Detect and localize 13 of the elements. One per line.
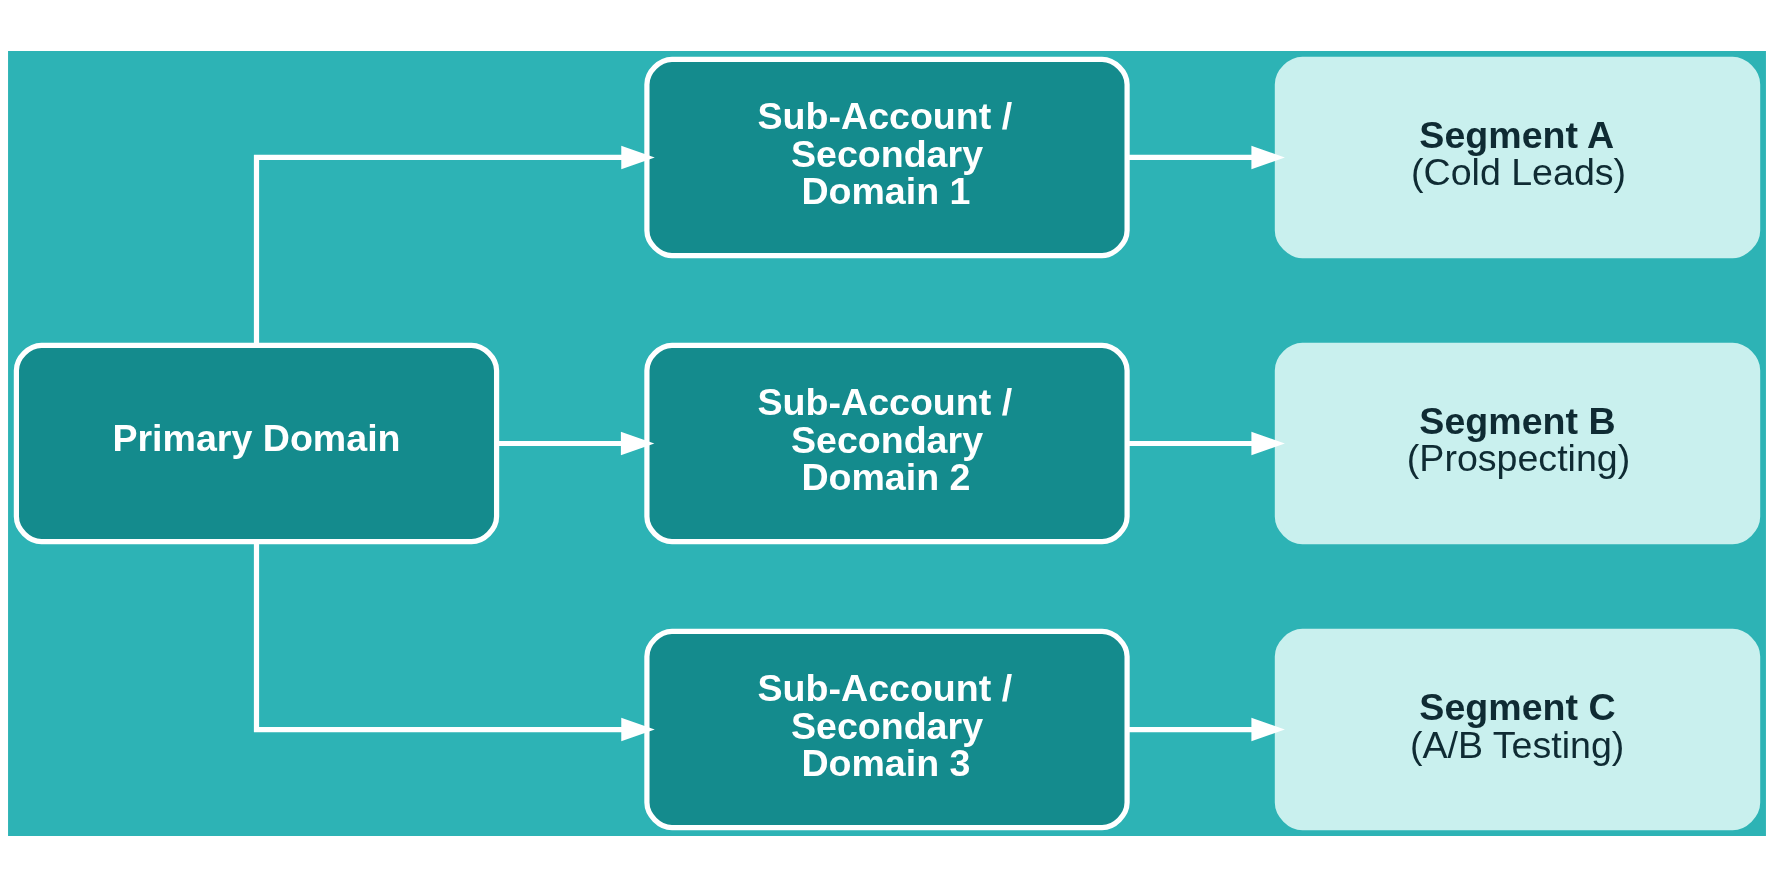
node-box: Primary Domain (13, 342, 500, 545)
arrow (1127, 145, 1285, 170)
node-box: Sub-Account / Secondary Domain 3 (644, 628, 1130, 831)
arrow (496, 431, 655, 456)
arrow (1127, 431, 1285, 456)
node-box: Sub-Account / Secondary Domain 2 (644, 342, 1130, 545)
node-box: Segment A (Cold Leads) (1274, 56, 1761, 259)
node-box: Segment C (A/B Testing) (1274, 628, 1761, 831)
node-box: Sub-Account / Secondary Domain 1 (644, 56, 1130, 259)
arrow (253, 145, 655, 346)
arrow (253, 541, 655, 742)
arrow (1127, 717, 1285, 742)
node-box: Segment B (Prospecting) (1274, 342, 1761, 545)
